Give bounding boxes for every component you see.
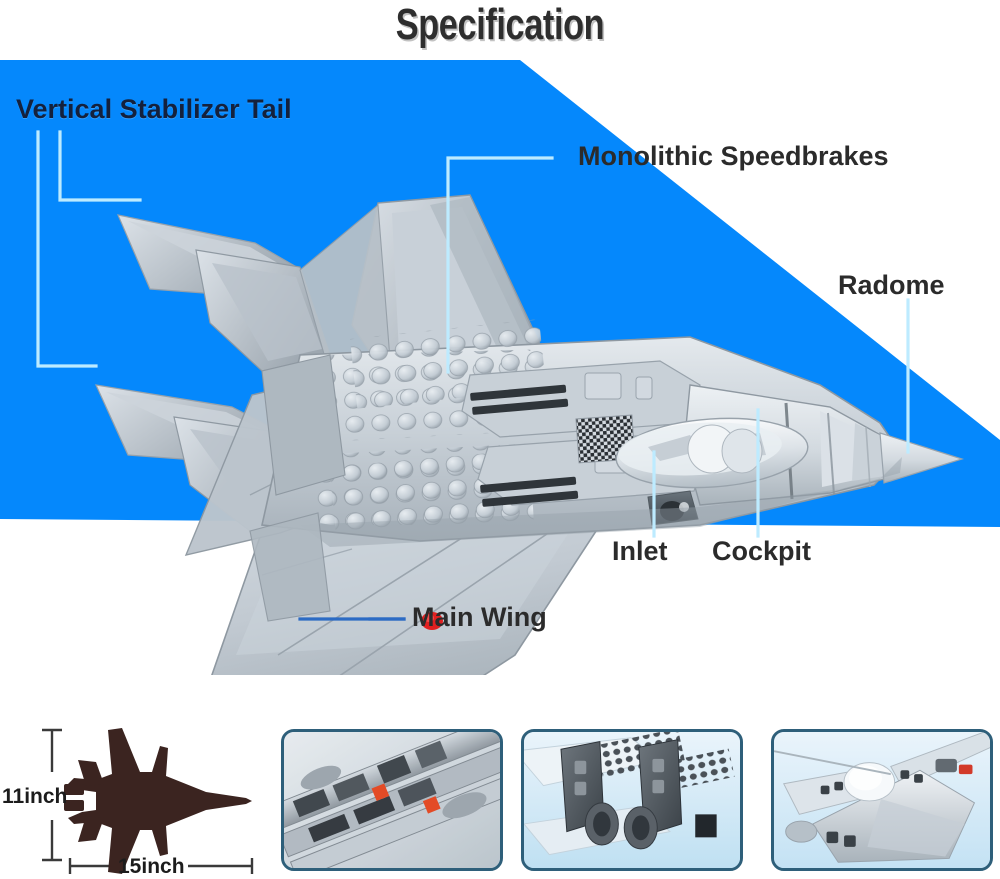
callout-label-monolithic-speedbrakes: Monolithic Speedbrakes	[578, 141, 889, 171]
callout-label-cockpit: Cockpit	[712, 536, 812, 566]
width-dimension-arrow	[68, 858, 254, 874]
dimension-diagram	[0, 700, 268, 879]
page-title: Specification	[395, 0, 605, 49]
dimension-width-label: 15inch	[118, 855, 185, 878]
aircraft-silhouette-top-view	[64, 728, 252, 874]
height-dimension-arrow	[42, 728, 62, 862]
callout-label-main-wing: Main Wing	[412, 602, 547, 632]
callout-label-vertical-stabilizer-tail: Vertical Stabilizer Tail	[16, 94, 292, 124]
dimension-height-label: 11inch	[2, 785, 68, 808]
speedbrake-detail	[470, 384, 579, 507]
callout-label-inlet: Inlet	[612, 536, 668, 566]
thumbnail-underwing-pylons[interactable]	[281, 729, 503, 871]
thumbnail-cockpit-nose[interactable]	[771, 729, 993, 871]
cockpit-canopy	[615, 417, 809, 489]
aircraft-model-photo	[94, 194, 965, 675]
callout-label-radome: Radome	[838, 270, 945, 300]
thumbnail-tail-fins-nozzles[interactable]	[521, 729, 743, 871]
air-inlet	[647, 490, 699, 526]
